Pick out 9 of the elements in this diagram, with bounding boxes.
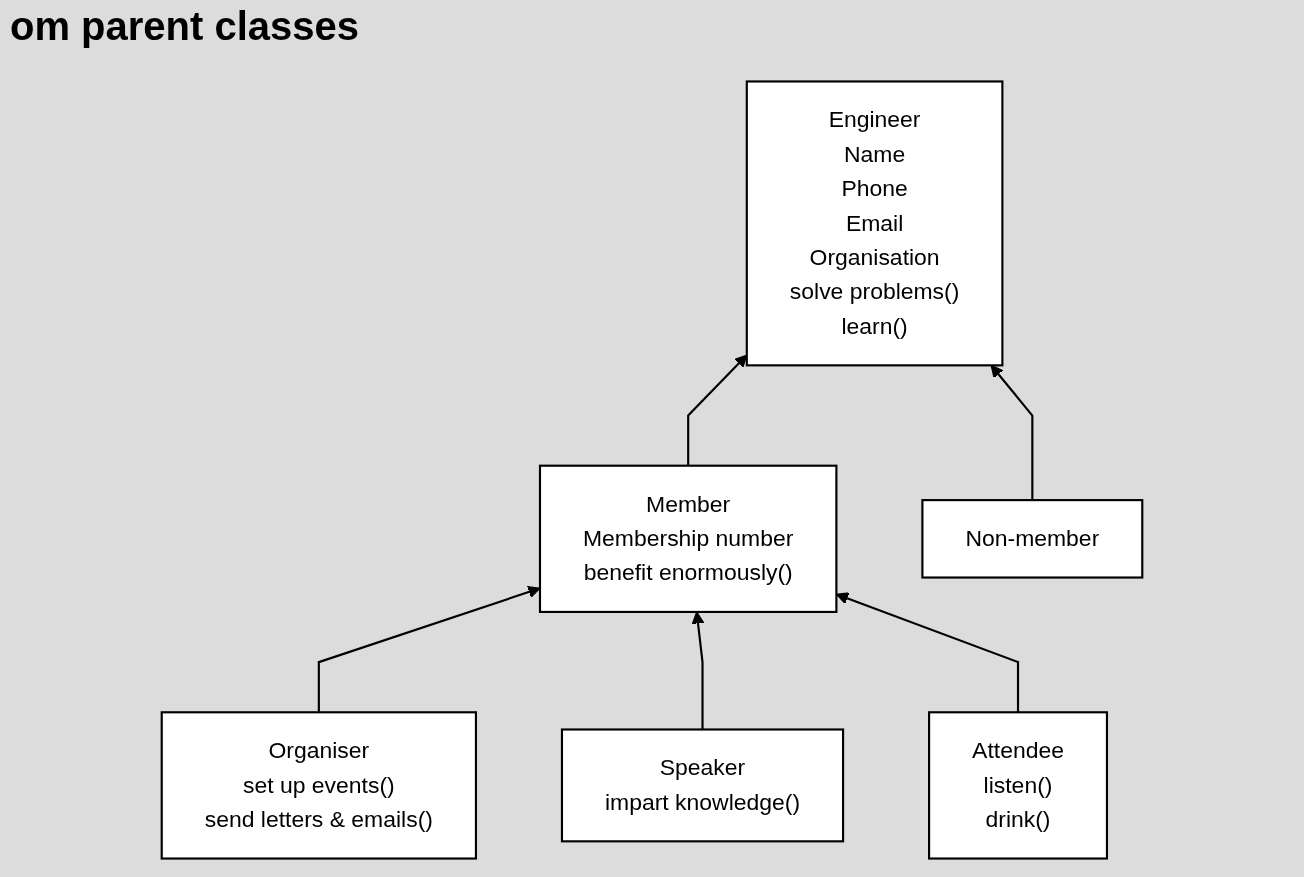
node-box: Non-member bbox=[921, 499, 1144, 579]
arrow bbox=[691, 611, 705, 730]
diagram-title: om parent classes bbox=[10, 4, 360, 49]
node-box: Speaker impart knowledge() bbox=[560, 728, 845, 843]
node-box: Engineer Name Phone Email Organisation solve problems() learn() bbox=[745, 80, 1004, 367]
node-box: Attendee listen() drink() bbox=[928, 711, 1109, 860]
node-box: Member Membership number benefit enormously() bbox=[538, 464, 838, 613]
arrow bbox=[990, 364, 1034, 501]
node-box: Organiser set up events() send letters & emails() bbox=[160, 711, 478, 860]
